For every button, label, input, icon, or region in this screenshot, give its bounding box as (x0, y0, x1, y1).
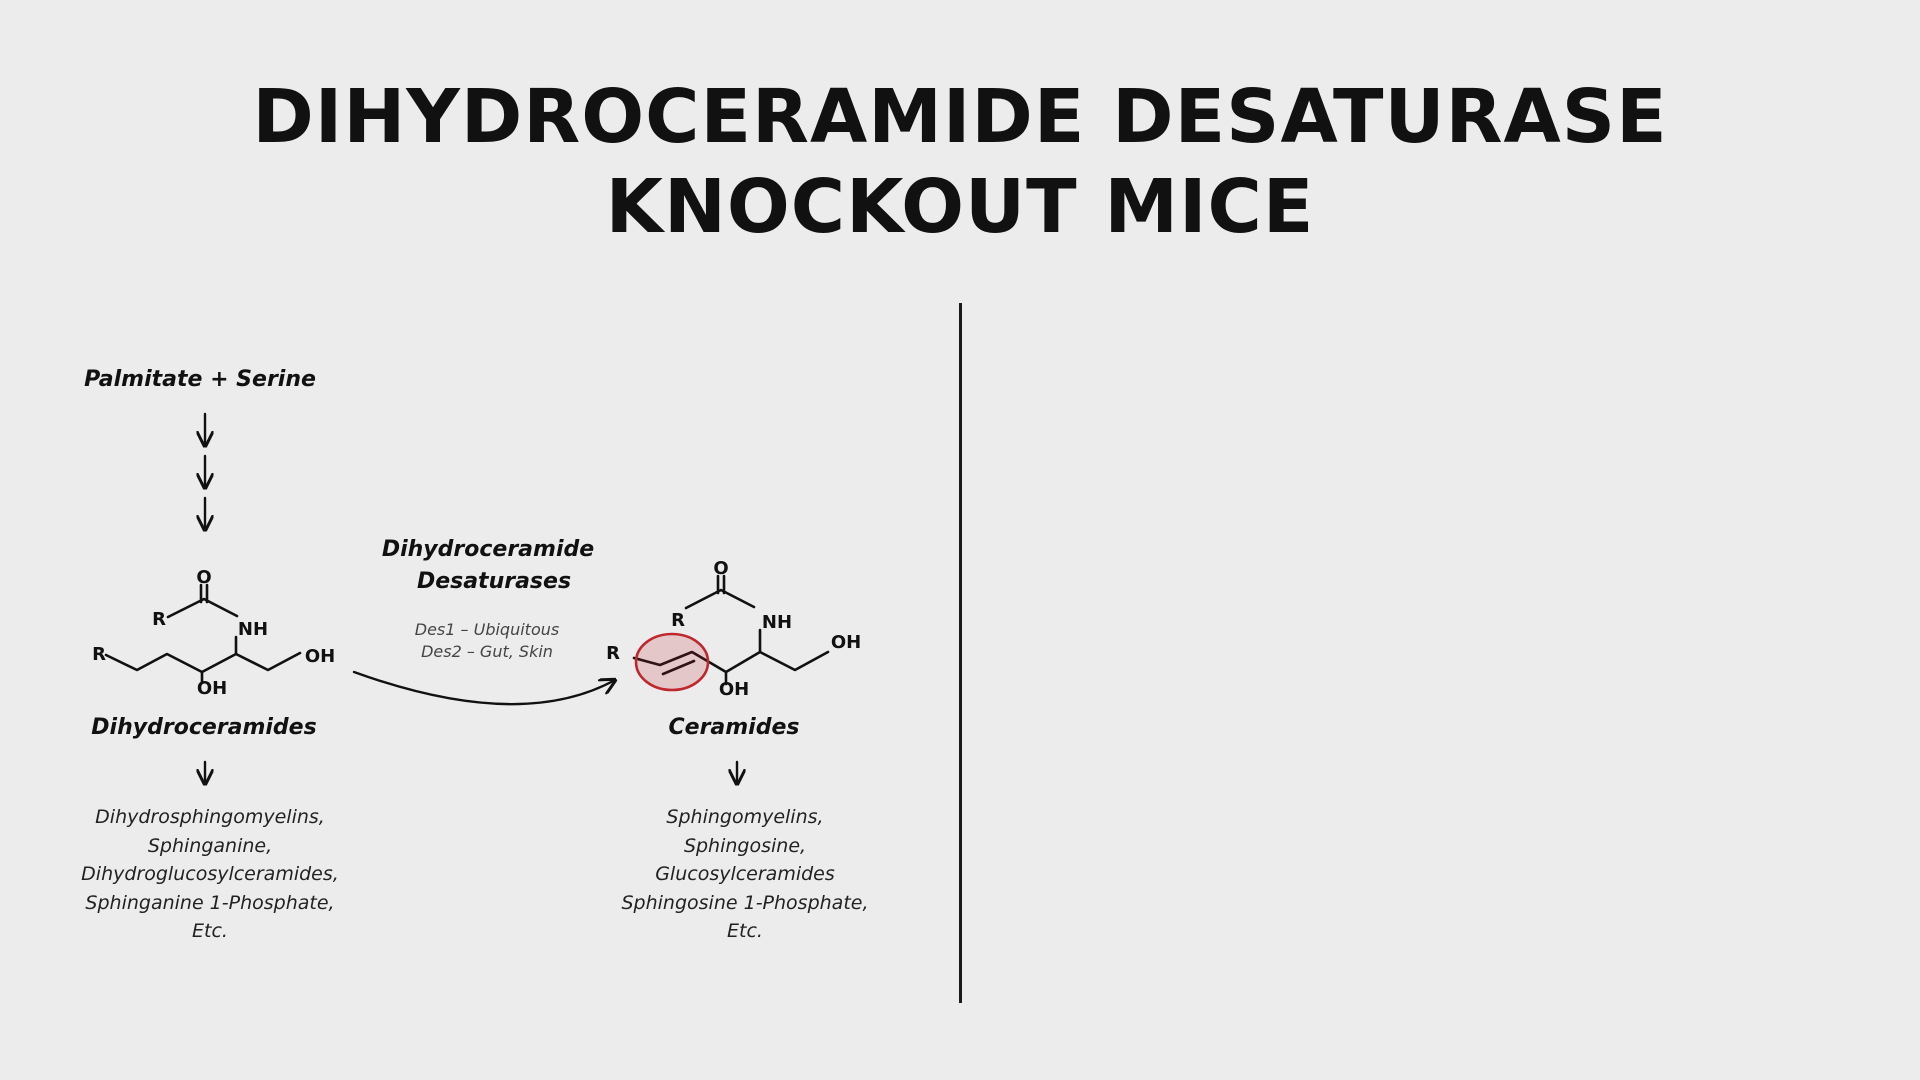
right-atom-nh: NH (762, 612, 792, 633)
right-product-5: Etc. (727, 920, 763, 942)
right-atom-o: O (713, 558, 728, 579)
slide-title: DIHYDROCERAMIDE DESATURASE KNOCKOUT MICE (0, 72, 1920, 252)
left-atom-oh-c3: OH (197, 678, 227, 699)
left-product-3: Dihydroglucosylceramides, (81, 863, 339, 885)
right-product-2: Sphingosine, (684, 835, 806, 857)
right-products-list: Sphingomyelins, Sphingosine, Glucosylcer… (621, 806, 868, 942)
enzyme-label-line-1: Dihydroceramide (382, 537, 594, 562)
desaturation-arrow (352, 670, 615, 706)
right-compound-name: Ceramides (669, 715, 800, 740)
isoform-des1: Des1 – Ubiquitous (415, 620, 559, 639)
title-line-2: KNOCKOUT MICE (605, 164, 1315, 250)
double-bond-highlight (634, 632, 710, 692)
ceramide-structure: O R NH R OH OH (606, 558, 861, 700)
left-product-2: Sphinganine, (148, 835, 272, 857)
left-products-list: Dihydrosphingomyelins, Sphinganine, Dihy… (81, 806, 339, 942)
right-atom-oh-end: OH (831, 632, 861, 653)
title-line-1: DIHYDROCERAMIDE DESATURASE (252, 74, 1668, 160)
isoform-des2: Des2 – Gut, Skin (421, 642, 553, 661)
enzyme-label-line-2: Desaturases (417, 569, 571, 594)
left-product-4: Sphinganine 1-Phosphate, (85, 892, 334, 914)
left-atom-r-acyl: R (152, 609, 166, 630)
left-atom-nh: NH (238, 619, 268, 640)
vertical-divider (959, 303, 962, 1003)
left-atom-r-chain: R (92, 644, 106, 665)
right-product-4: Sphingosine 1-Phosphate, (621, 892, 868, 914)
dihydroceramide-structure: O R NH R OH OH (92, 567, 335, 699)
left-atom-oh-end: OH (305, 646, 335, 667)
left-compound-name: Dihydroceramides (91, 715, 316, 740)
right-atom-r-chain: R (606, 643, 620, 664)
precursor-label: Palmitate + Serine (84, 367, 316, 392)
right-product-1: Sphingomyelins, (666, 806, 823, 828)
right-atom-oh-c3: OH (719, 679, 749, 700)
left-atom-o: O (196, 567, 211, 588)
left-product-5: Etc. (192, 920, 228, 942)
right-atom-r-acyl: R (671, 610, 685, 631)
right-product-3: Glucosylceramides (655, 863, 835, 885)
left-product-1: Dihydrosphingomyelins, (95, 806, 325, 828)
